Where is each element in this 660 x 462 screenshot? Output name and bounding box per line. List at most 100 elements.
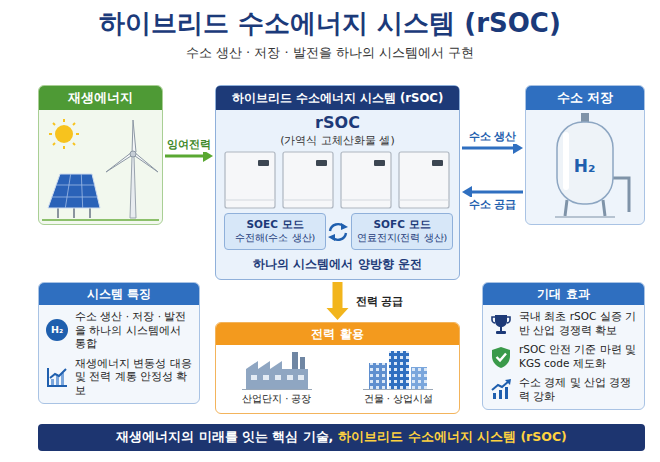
info-text: 국내 최초 rSOC 실증 기반 산업 경쟁력 확보 — [519, 310, 638, 337]
drawing-part — [73, 123, 75, 125]
box-header: 기대 효과 — [483, 283, 644, 305]
mode-title: SOFC 모드 — [354, 217, 450, 231]
drawing-part — [258, 160, 443, 166]
usage-cell: 산업단지 · 공장 — [216, 349, 338, 407]
drawing-part — [132, 120, 136, 154]
banner-text: 재생에너지의 미래를 잇는 핵심 기술, — [116, 429, 333, 446]
drawing-part — [225, 200, 275, 201]
drawing-part — [411, 367, 427, 389]
drawing-part — [56, 376, 59, 385]
cycle-arrows — [326, 220, 350, 244]
factory-illustration — [242, 349, 312, 391]
drawing-part — [48, 368, 67, 386]
info-text: 수소 경제 및 산업 경쟁력 강화 — [519, 376, 638, 403]
box-header: 수소 저장 — [526, 86, 644, 110]
usage-box: 전력 활용 산업단지 · 공장 건물 · 상업시설 — [215, 322, 460, 414]
drawing-part — [492, 317, 510, 323]
drawing-part — [497, 353, 507, 360]
box-header: 하이브리드 수소에너지 시스템 (rSOC) — [216, 86, 459, 110]
drawing-part — [225, 152, 275, 208]
drawing-part — [369, 363, 387, 389]
drawing-part — [300, 357, 305, 370]
drawing-part — [287, 375, 293, 380]
drawing-part — [555, 216, 615, 218]
rsoc-cabinets — [214, 150, 459, 210]
info-text: 수소 생산 · 저장 · 발전을 하나의 시스템에서 통합 — [75, 310, 193, 351]
drawing-part — [53, 143, 55, 145]
drawing-part — [411, 367, 427, 389]
building-illustration — [363, 349, 433, 391]
info-text: 재생에너지 변동성 대응 및 전력 계통 안정성 확보 — [75, 357, 193, 398]
info-box: 시스템 특징H₂수소 생산 · 저장 · 발전을 하나의 시스템에서 통합 재생… — [38, 282, 200, 404]
drawing-part — [563, 132, 569, 190]
mode-box: SOFC 모드연료전지(전력 생산) — [351, 213, 453, 250]
drawing-part — [106, 120, 158, 172]
growth-icon — [489, 378, 513, 402]
drawing-part — [500, 327, 502, 331]
icon-holder — [45, 365, 69, 389]
tank-label: H₂ — [526, 154, 643, 178]
drawing-part — [399, 200, 449, 201]
edge-label: 수소 공급 — [467, 197, 519, 212]
edge-label: 수소 생산 — [467, 129, 519, 144]
drawing-part — [225, 152, 449, 208]
shield-icon — [489, 345, 513, 369]
arrow-line — [470, 191, 523, 194]
info-row: 재생에너지 변동성 대응 및 전력 계통 안정성 확보 — [39, 352, 199, 399]
box-header: 시스템 특징 — [39, 283, 199, 305]
drawing-part — [55, 125, 73, 143]
arrow-line — [462, 147, 515, 150]
drawing-part — [76, 133, 79, 135]
drawing-part — [389, 351, 409, 389]
drawing-part — [283, 200, 333, 201]
drawing-part — [505, 387, 508, 399]
usage-caption: 건물 · 상업시설 — [338, 391, 460, 407]
drawing-part — [106, 152, 132, 172]
icon-holder — [489, 312, 513, 336]
drawing-part — [363, 389, 433, 390]
drawing-part — [134, 152, 158, 172]
drawing-part — [225, 200, 449, 201]
mode-desc: 연료전지(전력 생산) — [354, 231, 450, 245]
drawing-part — [48, 174, 100, 208]
drawing-part — [130, 151, 136, 157]
drawing-part — [499, 390, 502, 399]
drawing-part — [399, 152, 449, 208]
trophy-icon — [489, 312, 513, 336]
drawing-part — [50, 369, 66, 378]
drawing-part — [432, 160, 443, 166]
drawing-part — [242, 389, 312, 390]
drawing-part — [42, 219, 159, 221]
drawing-part — [63, 146, 65, 149]
drawing-part — [389, 351, 409, 389]
banner-highlight: 하이브리드 수소에너지 시스템 (rSOC) — [338, 429, 566, 446]
drawing-part — [53, 123, 55, 125]
drawing-part — [81, 174, 82, 208]
panel-box: 수소 저장 H₂ — [525, 85, 645, 225]
connector-arrow — [327, 282, 349, 320]
drawing-part — [298, 375, 304, 380]
drawing-part — [49, 133, 52, 135]
box-header: 재생에너지 — [39, 86, 162, 110]
drawing-part — [275, 375, 281, 380]
drawing-part — [130, 156, 136, 218]
icon-holder — [489, 378, 513, 402]
renewable-illustration — [38, 108, 163, 224]
drawing-part — [73, 143, 75, 145]
drawing-part — [492, 381, 509, 390]
drawing-part — [374, 160, 385, 166]
drawing-part — [613, 178, 629, 212]
drawing-part — [246, 361, 308, 389]
system-box: 하이브리드 수소에너지 시스템 (rSOC)rSOC(가역식 고체산화물 셀) … — [215, 85, 460, 280]
usage-row: 산업단지 · 공장 건물 · 상업시설 — [216, 345, 459, 407]
drawing-part — [251, 375, 257, 380]
usage-cell: 건물 · 상업시설 — [338, 349, 460, 407]
drawing-part — [51, 379, 54, 385]
page-title: 하이브리드 수소에너지 시스템 (rSOC) — [0, 6, 660, 40]
icon-holder — [489, 345, 513, 369]
drawing-part — [56, 185, 95, 186]
drawing-part — [46, 319, 68, 341]
info-row: 수소 경제 및 산업 경쟁력 강화 — [483, 371, 644, 404]
edge-label: 전력 공급 — [354, 294, 406, 309]
drawing-part — [52, 197, 98, 198]
